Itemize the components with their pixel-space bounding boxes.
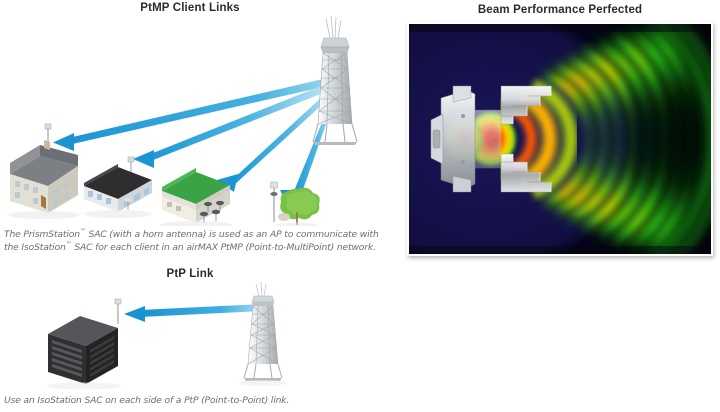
ptmp-beam-3 [217, 84, 336, 192]
ptp-tower [239, 282, 287, 386]
beam-section-heading: Beam Performance Perfected [477, 4, 643, 16]
ptmp-caption-text-d: SAC for each client in an airMAX PtMP (P… [71, 242, 376, 253]
beam-performance-panel [407, 22, 713, 256]
trademark-symbol-2: ™ [65, 240, 72, 248]
ptp-office-building [46, 298, 122, 390]
ptmp-caption-text-b: SAC (with a horn antenna) is used as an … [85, 229, 379, 240]
ptmp-caption: The PrismStation™ SAC (with a horn anten… [4, 228, 396, 254]
ptp-diagram [46, 282, 287, 390]
arc-nulls [548, 24, 711, 254]
ptmp-section-heading: PtMP Client Links [140, 2, 240, 14]
ptmp-caption-text-a: The PrismStation [4, 229, 80, 240]
client-pole-and-tree [270, 181, 320, 226]
ptmp-beam-1 [53, 76, 336, 151]
ptp-caption: Use an IsoStation SAC on each side of a … [4, 395, 290, 406]
small-antenna-cluster [199, 200, 224, 223]
ptmp-beam-2 [133, 80, 336, 168]
trademark-symbol-1: ™ [79, 227, 86, 235]
ptp-section-heading: PtP Link [166, 268, 214, 280]
beam-pattern-svg [409, 24, 711, 254]
horn-antenna-device [430, 85, 552, 193]
ptmp-caption-text-c: the IsoStation [4, 242, 66, 253]
ptmp-tower [312, 15, 358, 145]
beam-heatmap-image [409, 24, 711, 254]
ptmp-diagram [8, 15, 358, 226]
ptp-beam [124, 304, 264, 322]
client-dark-roof-building [84, 156, 152, 218]
client-green-roof-building [160, 168, 232, 226]
client-house [8, 123, 80, 219]
far-field-arcs [541, 24, 711, 254]
